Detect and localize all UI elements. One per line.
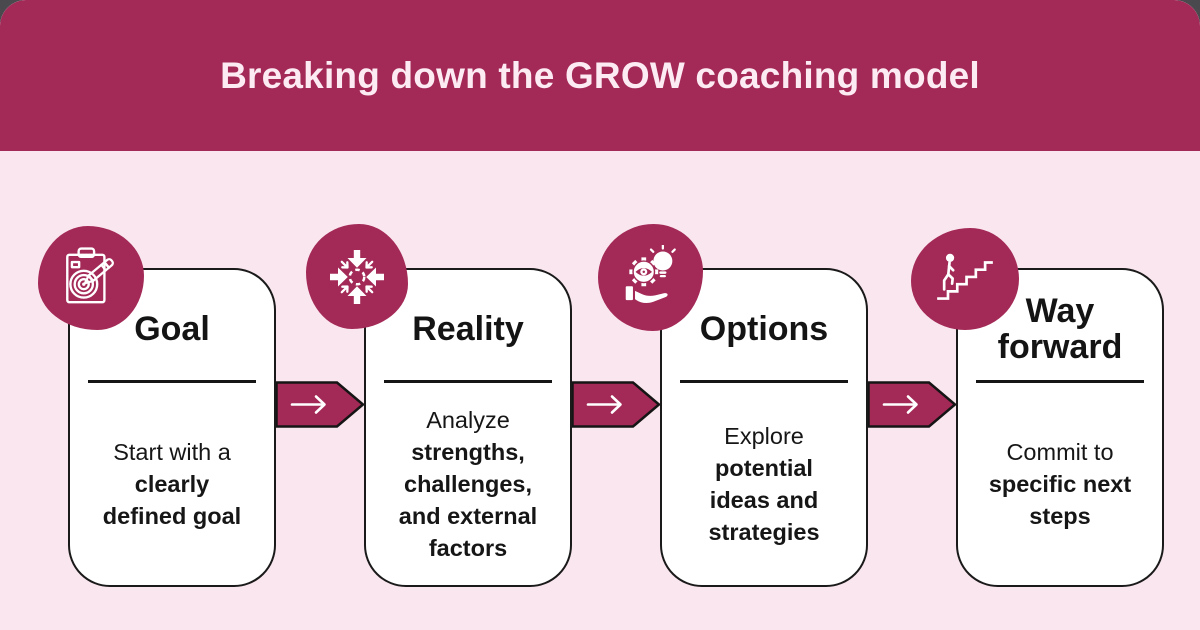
right-arrow-icon — [867, 381, 957, 428]
description-line: Start with a — [113, 439, 231, 465]
icon-blob-options — [598, 224, 703, 331]
description-line: Commit to — [1006, 439, 1114, 465]
description-line: and external — [398, 503, 538, 529]
description-line: factors — [428, 535, 508, 561]
step-description: Commit to specific next steps — [958, 383, 1162, 585]
icon-blob-goal — [38, 226, 144, 330]
description-line: Explore — [724, 423, 804, 449]
step-title: Goal — [134, 310, 210, 348]
title-divider — [88, 380, 256, 383]
step-card-reality: Reality Analyze strengths, challenges, and … — [364, 268, 572, 587]
description-line: ideas and — [709, 487, 819, 513]
step-title: Options — [699, 310, 829, 348]
title-divider — [384, 380, 552, 383]
step-title: Reality — [412, 310, 524, 348]
step-card-options: Options Explore potential ideas and strateg… — [660, 268, 868, 587]
description-line: steps — [1029, 503, 1091, 529]
right-arrow-icon — [571, 381, 661, 428]
step-description: Analyze strengths, challenges, and external… — [366, 383, 570, 585]
description-line: challenges, — [404, 471, 532, 497]
icon-blob-way-forward — [911, 228, 1019, 330]
step-description: Explore potential ideas and strategies — [662, 383, 866, 585]
page-title: Breaking down the GROW coaching model — [220, 54, 980, 96]
header-band: Breaking down the GROW coaching model — [0, 0, 1200, 151]
clipboard-target-pencil-icon — [66, 247, 114, 304]
hand-gear-lightbulb-icon — [625, 244, 676, 303]
description-line: strategies — [708, 519, 820, 545]
title-divider — [976, 380, 1144, 383]
description-line: potential — [715, 455, 813, 481]
description-line: strengths, — [411, 439, 525, 465]
right-arrow-icon — [275, 381, 365, 428]
icon-blob-reality — [306, 224, 408, 329]
step-title: Way forward — [997, 292, 1123, 366]
step-description: Start with a clearly defined goal — [70, 383, 274, 585]
title-divider — [680, 380, 848, 383]
description-line: Analyze — [426, 407, 510, 433]
description-line: specific next — [988, 471, 1132, 497]
step-card-way-forward: Way forward Commit to specific next steps — [956, 268, 1164, 587]
description-line: clearly — [134, 471, 210, 497]
converging-arrows-icon — [330, 249, 384, 304]
description-line: defined goal — [102, 503, 242, 529]
person-climbing-stairs-icon — [937, 253, 993, 300]
